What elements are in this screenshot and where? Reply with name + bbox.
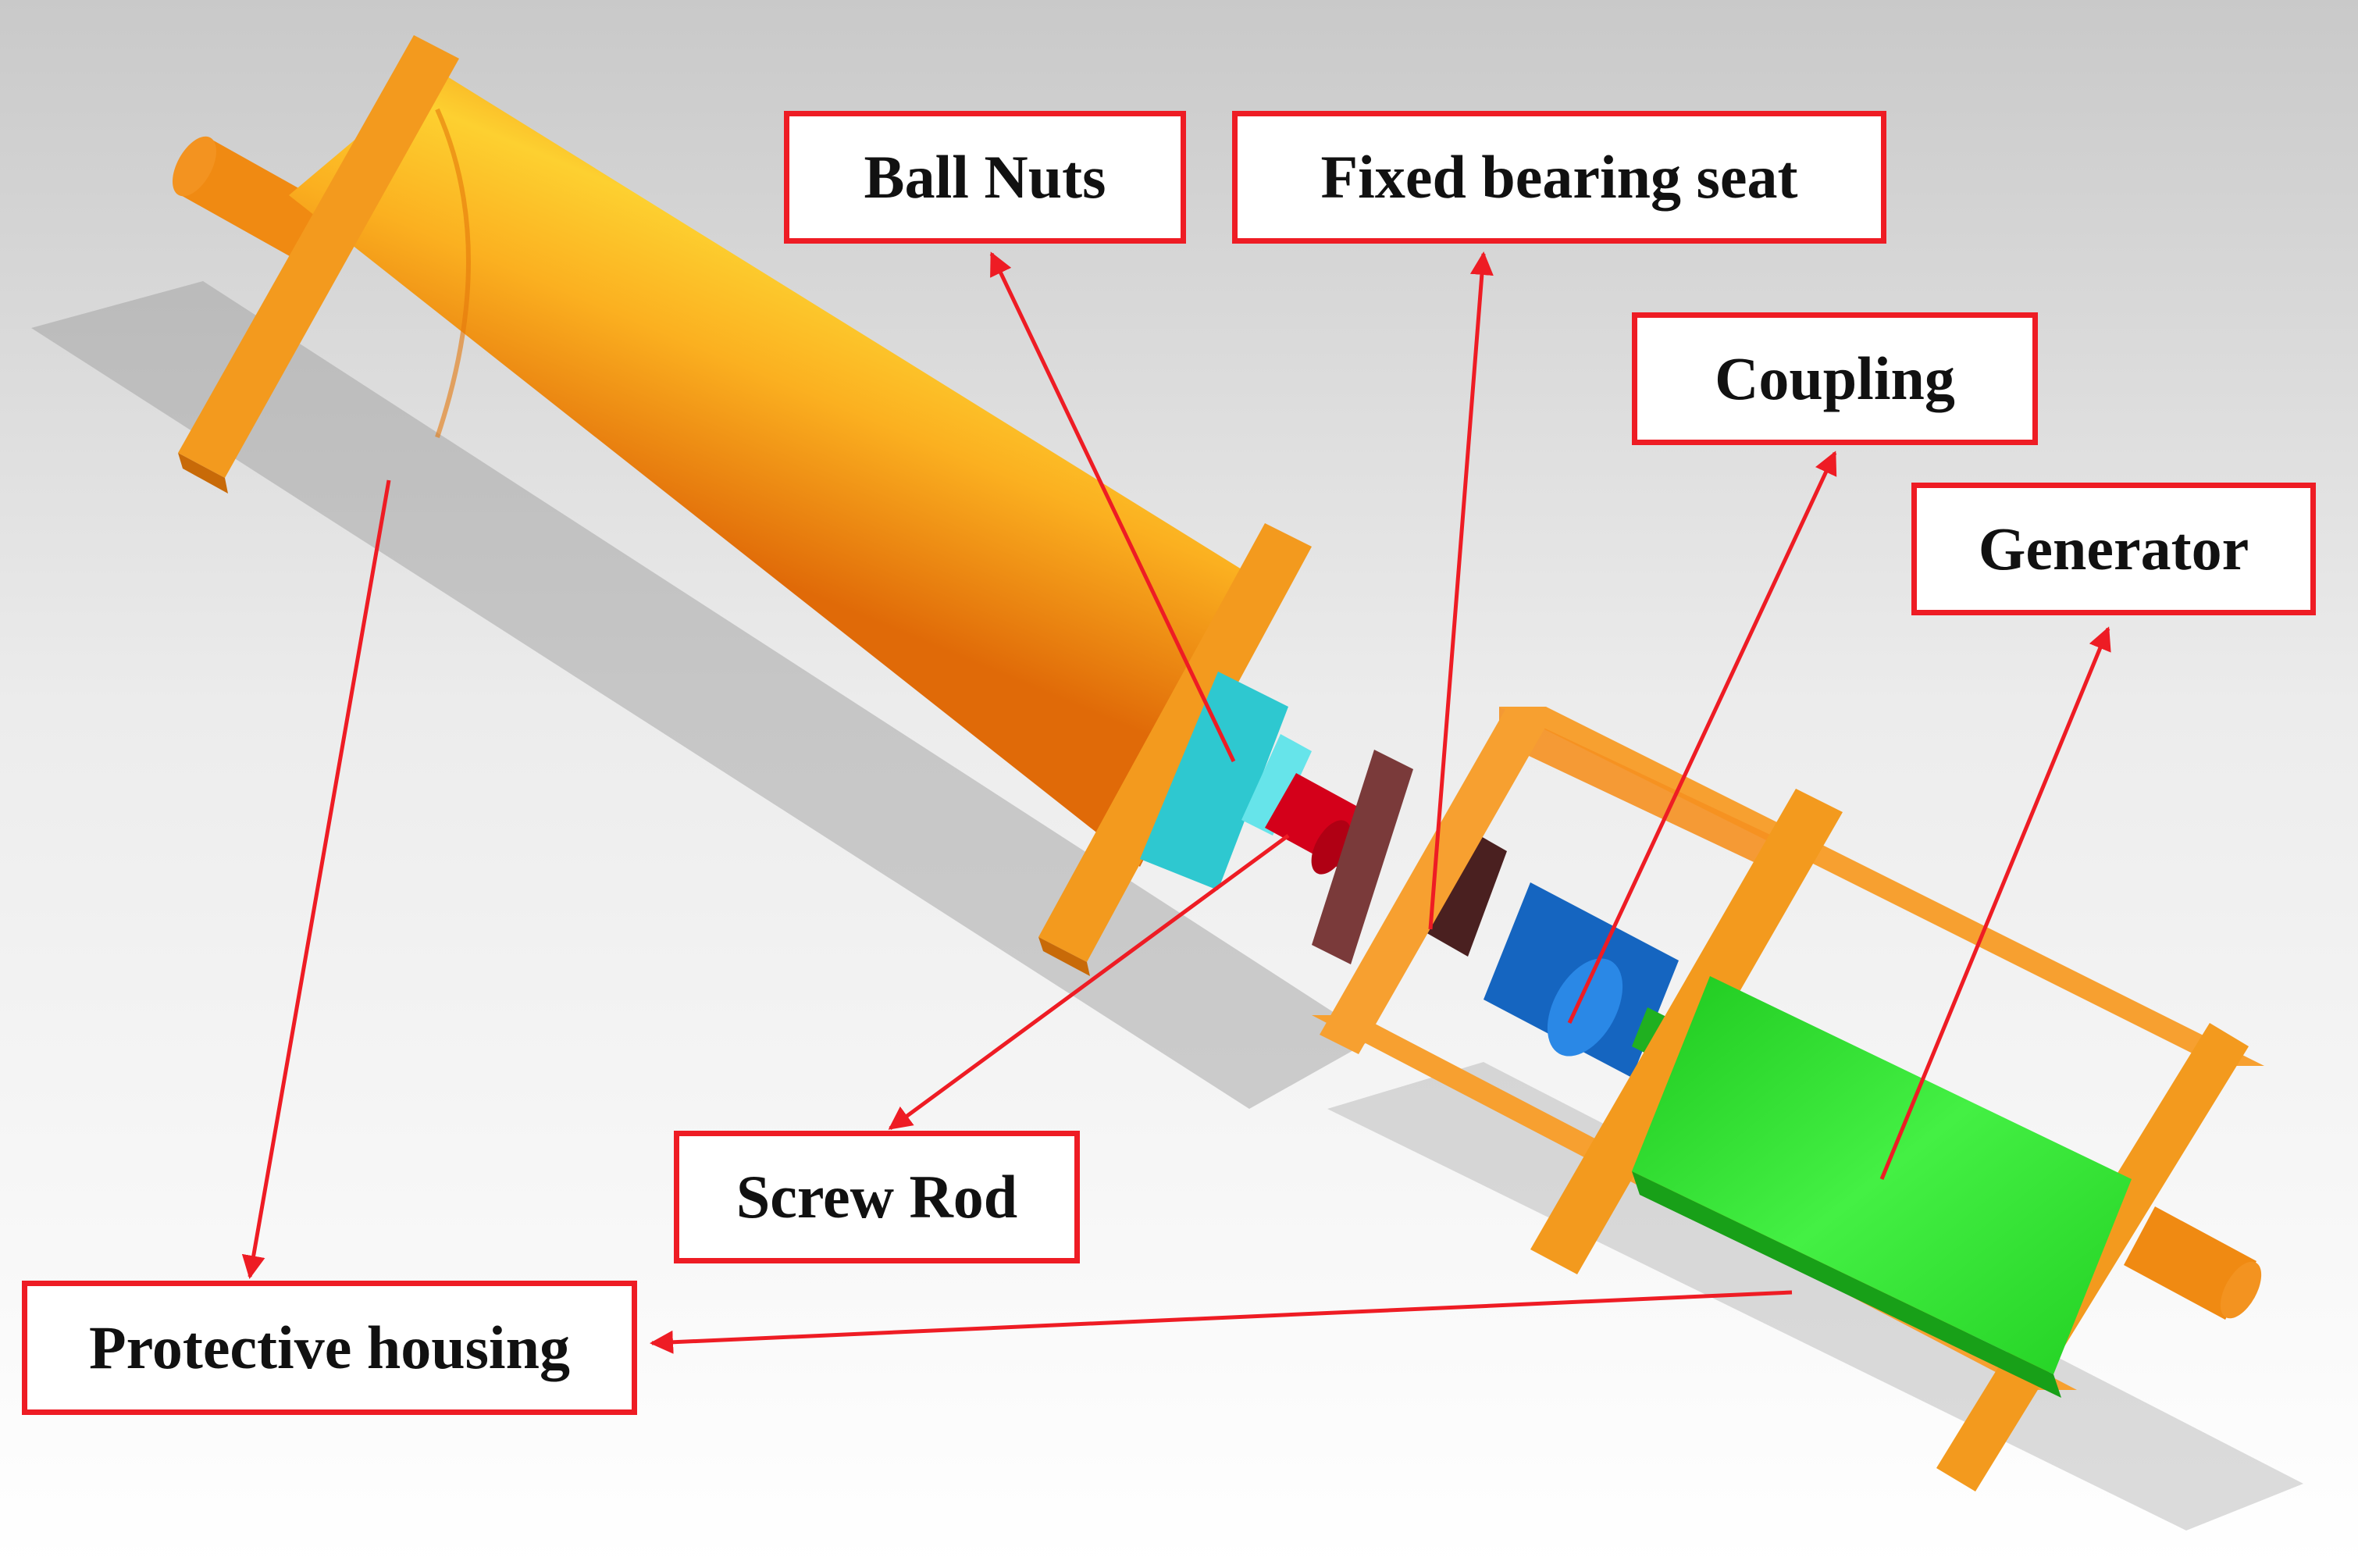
label-generator: Generator	[1911, 483, 2316, 615]
protective-housing-leader-frame	[650, 1290, 1793, 1354]
frame-top-rail	[1499, 707, 2264, 1066]
label-ball-nuts-text: Ball Nuts	[864, 143, 1106, 211]
ball-nuts-leader	[989, 251, 1236, 763]
label-coupling-text: Coupling	[1715, 344, 1955, 412]
left-shaft	[178, 139, 328, 259]
cylinder-seam	[435, 108, 471, 438]
left-flange	[178, 35, 459, 478]
screw-rod-end	[1311, 820, 1352, 875]
protective-housing-leader-cylinder	[241, 479, 391, 1279]
label-screw-rod-text: Screw Rod	[736, 1163, 1018, 1231]
left-flange-edge	[178, 453, 228, 494]
screw-rod-leader	[888, 833, 1290, 1131]
bearing-seat-block	[1413, 820, 1507, 957]
label-screw-rod: Screw Rod	[674, 1131, 1080, 1263]
ball-nut-small	[1241, 734, 1312, 836]
label-ball-nuts: Ball Nuts	[784, 111, 1186, 244]
label-protective-housing: Protective housing	[22, 1281, 637, 1415]
ball-nut-large	[1140, 672, 1288, 890]
right-shaft-end	[2220, 1261, 2262, 1319]
generator-leader	[1879, 626, 2111, 1180]
right-flange	[1038, 523, 1312, 962]
label-fixed-bearing-seat: Fixed bearing seat	[1232, 111, 1886, 244]
frame-top-panel	[1499, 707, 1780, 875]
fixed-bearing-seat-leader	[1428, 251, 1494, 930]
label-coupling: Coupling	[1632, 312, 2038, 445]
coupling-leader	[1567, 451, 1837, 1025]
generator-edge	[1632, 1171, 2061, 1398]
right-flange-edge	[1038, 937, 1090, 976]
left-shaft-end	[172, 136, 217, 197]
frame-mid-plate	[1530, 789, 1843, 1274]
label-fixed-bearing-seat-text: Fixed bearing seat	[1320, 143, 1798, 211]
label-protective-housing-text: Protective housing	[88, 1313, 570, 1381]
bearing-seat-plate	[1312, 750, 1413, 964]
label-generator-text: Generator	[1978, 515, 2249, 583]
coupling-face	[1547, 958, 1623, 1057]
housing-shadow	[31, 281, 1374, 1109]
protective-housing-cylinder	[289, 70, 1281, 867]
